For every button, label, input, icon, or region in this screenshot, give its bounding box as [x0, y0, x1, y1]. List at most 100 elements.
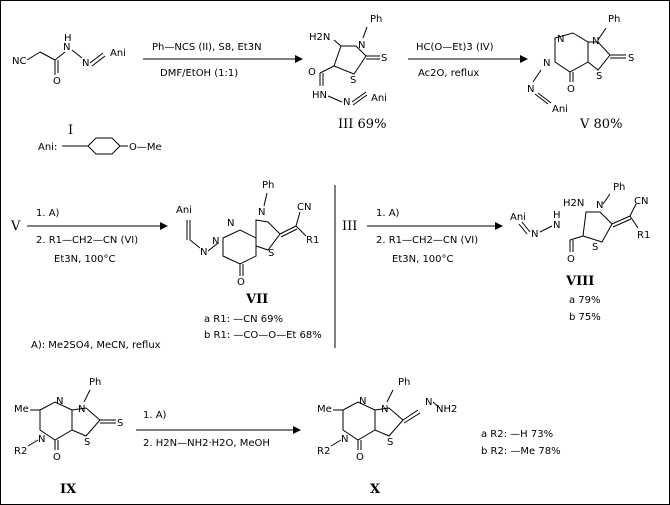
svg-text:N: N [212, 236, 219, 247]
svg-text:N: N [531, 229, 538, 240]
X-b: b R2: —Me 78% [481, 446, 561, 457]
svg-text:R2: R2 [14, 446, 27, 457]
svg-text:S: S [592, 242, 598, 253]
svg-text:2. H2N—NH2·H2O, MeOH: 2. H2N—NH2·H2O, MeOH [143, 438, 270, 449]
svg-text:O: O [237, 277, 245, 288]
compound-V: Ph N N S S O N N Ani [527, 14, 634, 115]
svg-text:H2N: H2N [309, 32, 330, 43]
svg-text:Ph: Ph [608, 14, 620, 25]
svg-text:N: N [425, 397, 432, 408]
compound-III: Ph N S S H2N O HN N Ani [308, 14, 387, 108]
start-III: III [342, 219, 357, 234]
svg-text:Me: Me [317, 404, 332, 415]
svg-text:H: H [553, 210, 561, 221]
arrow-1: Ph—NCS (II), S8, Et3N DMF/EtOH (1:1) [143, 42, 303, 79]
svg-text:N: N [78, 404, 85, 415]
svg-text:N: N [82, 58, 89, 69]
svg-text:Ani: Ani [110, 48, 126, 59]
svg-text:N: N [343, 97, 350, 108]
svg-text:Ph: Ph [89, 377, 101, 388]
svg-text:N: N [227, 218, 234, 229]
label-VII: VII [245, 292, 268, 307]
svg-text:Et3N, 100°C: Et3N, 100°C [392, 254, 454, 265]
compound-X: Ph N NH2 Me N N S N R2 O [317, 377, 457, 463]
svg-text:2. R1—CH2—CN (VI): 2. R1—CH2—CN (VI) [36, 235, 138, 246]
svg-text:Ph: Ph [398, 377, 410, 388]
svg-text:1. A): 1. A) [143, 410, 167, 421]
svg-text:N: N [341, 434, 348, 445]
svg-text:N: N [527, 84, 534, 95]
svg-text:H2N: H2N [563, 198, 584, 209]
svg-text:S: S [117, 418, 123, 429]
svg-text:N: N [258, 207, 265, 218]
label-VIII: VIII [565, 274, 594, 289]
svg-text:Ph: Ph [262, 180, 274, 191]
svg-text:O: O [53, 452, 61, 463]
compound-VII: Ph Ani N N N N S O CN R1 [176, 180, 319, 288]
ani-def-prefix: Ani: [38, 142, 57, 153]
arrow-5: 1. A) 2. H2N—NH2·H2O, MeOH [136, 410, 301, 449]
svg-text:Ph: Ph [613, 182, 625, 193]
label-V: V 80% [579, 117, 622, 132]
svg-text:S: S [596, 71, 602, 82]
ani-def-sub: O—Me [129, 142, 162, 153]
svg-text:Ph: Ph [370, 14, 382, 25]
svg-text:N: N [596, 200, 603, 211]
ani-definition: Ani: O—Me [38, 137, 162, 155]
svg-text:N: N [359, 396, 366, 407]
svg-text:1. A): 1. A) [36, 208, 60, 219]
svg-text:Ani: Ani [510, 212, 526, 223]
svg-text:R2: R2 [317, 446, 330, 457]
arrow-4: 1. A) 2. R1—CH2—CN (VI) Et3N, 100°C [367, 208, 503, 265]
svg-text:S: S [387, 437, 393, 448]
svg-text:O: O [308, 67, 316, 78]
svg-text:S: S [381, 53, 387, 64]
label-III: III 69% [338, 117, 386, 132]
svg-text:H: H [64, 33, 72, 44]
svg-text:Me: Me [14, 404, 29, 415]
label-I: I [68, 123, 73, 138]
svg-text:S: S [628, 53, 634, 64]
svg-text:N: N [56, 396, 63, 407]
svg-text:HN: HN [312, 90, 327, 101]
start-V: V [10, 219, 21, 234]
VIII-b: b 75% [569, 312, 601, 323]
svg-text:HC(O—Et)3 (IV): HC(O—Et)3 (IV) [416, 42, 494, 53]
label-IX: IX [60, 482, 77, 497]
svg-text:2. R1—CH2—CN (VI): 2. R1—CH2—CN (VI) [376, 235, 478, 246]
arrow-3: 1. A) 2. R1—CH2—CN (VI) Et3N, 100°C [27, 208, 168, 265]
svg-text:Ac2O, reflux: Ac2O, reflux [418, 68, 479, 79]
label-X: X [370, 482, 381, 497]
svg-text:Ani: Ani [371, 93, 387, 104]
svg-text:N: N [38, 434, 45, 445]
svg-text:NC: NC [12, 56, 26, 67]
X-a: a R2: —H 73% [481, 429, 553, 440]
svg-text:Et3N, 100°C: Et3N, 100°C [54, 254, 116, 265]
footnote: A): Me2SO4, MeCN, reflux [31, 340, 161, 351]
svg-text:CN: CN [297, 202, 311, 213]
arrow-2: HC(O—Et)3 (IV) Ac2O, reflux [408, 42, 528, 79]
svg-text:N: N [63, 42, 70, 53]
svg-text:R1: R1 [637, 230, 650, 241]
svg-text:NH2: NH2 [436, 404, 457, 415]
svg-text:O: O [567, 254, 575, 265]
svg-text:N: N [381, 404, 388, 415]
VII-b: b R1: —CO—O—Et 68% [204, 330, 322, 341]
svg-text:N: N [200, 247, 207, 258]
svg-text:Ph—NCS (II), S8, Et3N: Ph—NCS (II), S8, Et3N [152, 42, 262, 53]
compound-VIII: Ph H2N N S CN R1 O N H N Ani [510, 182, 650, 265]
svg-text:S: S [84, 437, 90, 448]
VII-a: a R1: —CN 69% [204, 314, 283, 325]
svg-text:O: O [567, 84, 575, 95]
svg-text:Ani: Ani [552, 104, 568, 115]
svg-text:Ani: Ani [176, 205, 192, 216]
compound-IX: Ph Me N N S S N R2 O [14, 377, 123, 463]
svg-text:DMF/EtOH (1:1): DMF/EtOH (1:1) [160, 68, 238, 79]
svg-text:N: N [543, 58, 550, 69]
svg-text:CN: CN [634, 196, 648, 207]
svg-text:O: O [356, 452, 364, 463]
svg-text:N: N [358, 40, 365, 51]
svg-text:R1: R1 [306, 235, 319, 246]
svg-text:N: N [553, 220, 560, 231]
